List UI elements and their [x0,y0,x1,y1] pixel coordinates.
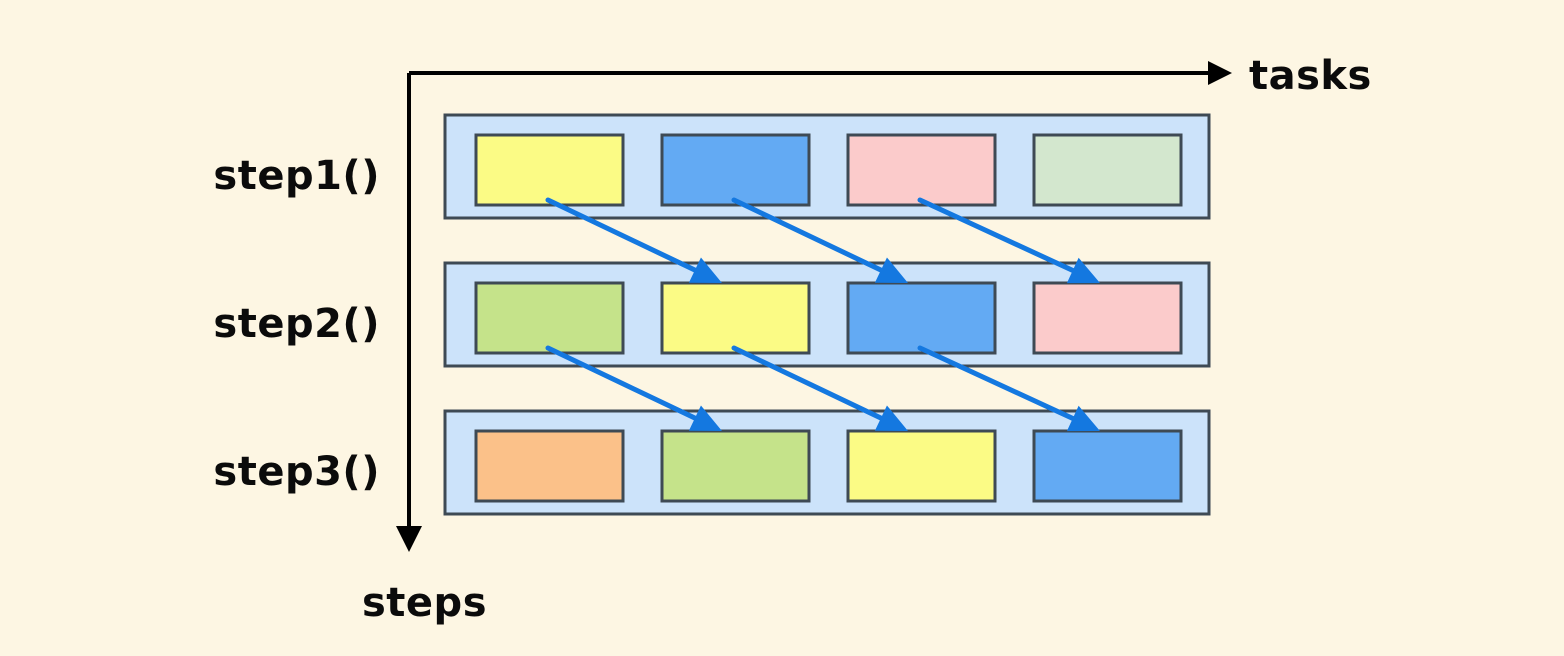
cell-task2-step2[interactable] [660,281,811,355]
flow-r2c1-to-r3c2-line [545,345,707,425]
flow-r1c1-to-r2c2-head [688,257,722,283]
flow-r2c1-to-r3c2-head [688,405,722,431]
axis-label-steps: steps [362,580,487,626]
flow-r1c1-to-r2c2-line [545,197,707,277]
cell-task2-step3[interactable] [660,429,811,503]
row-label-step2: step2() [213,301,380,347]
flow-r2c3-to-r3c4-head [1066,405,1100,432]
flow-r1c2-to-r2c3-line [731,197,893,277]
cell-task1-step1[interactable] [474,133,625,207]
cell-task3-step1[interactable] [846,133,997,207]
row-label-step3: step3() [213,449,380,495]
flow-r2c2-to-r3c3-head [874,405,908,431]
vertical-axis-arrowhead [396,526,422,552]
horizontal-axis-arrowhead [1208,61,1232,85]
cell-task4-step2[interactable] [1032,281,1183,355]
cell-task4-step3[interactable] [1032,429,1183,503]
cell-task1-step2[interactable] [474,281,625,355]
flow-r2c3-to-r3c4-line [917,345,1085,426]
cell-task4-step1[interactable] [1032,133,1183,207]
flow-r1c2-to-r2c3-head [874,257,908,283]
flow-r1c3-to-r2c4-line [917,197,1085,278]
flow-r1c3-to-r2c4-head [1066,257,1100,284]
cell-task2-step1[interactable] [660,133,811,207]
cell-task3-step2[interactable] [846,281,997,355]
cell-task1-step3[interactable] [474,429,625,503]
cell-task3-step3[interactable] [846,429,997,503]
flow-r2c2-to-r3c3-line [731,345,893,425]
axis-label-tasks: tasks [1249,53,1372,99]
row-label-step1: step1() [213,153,380,199]
